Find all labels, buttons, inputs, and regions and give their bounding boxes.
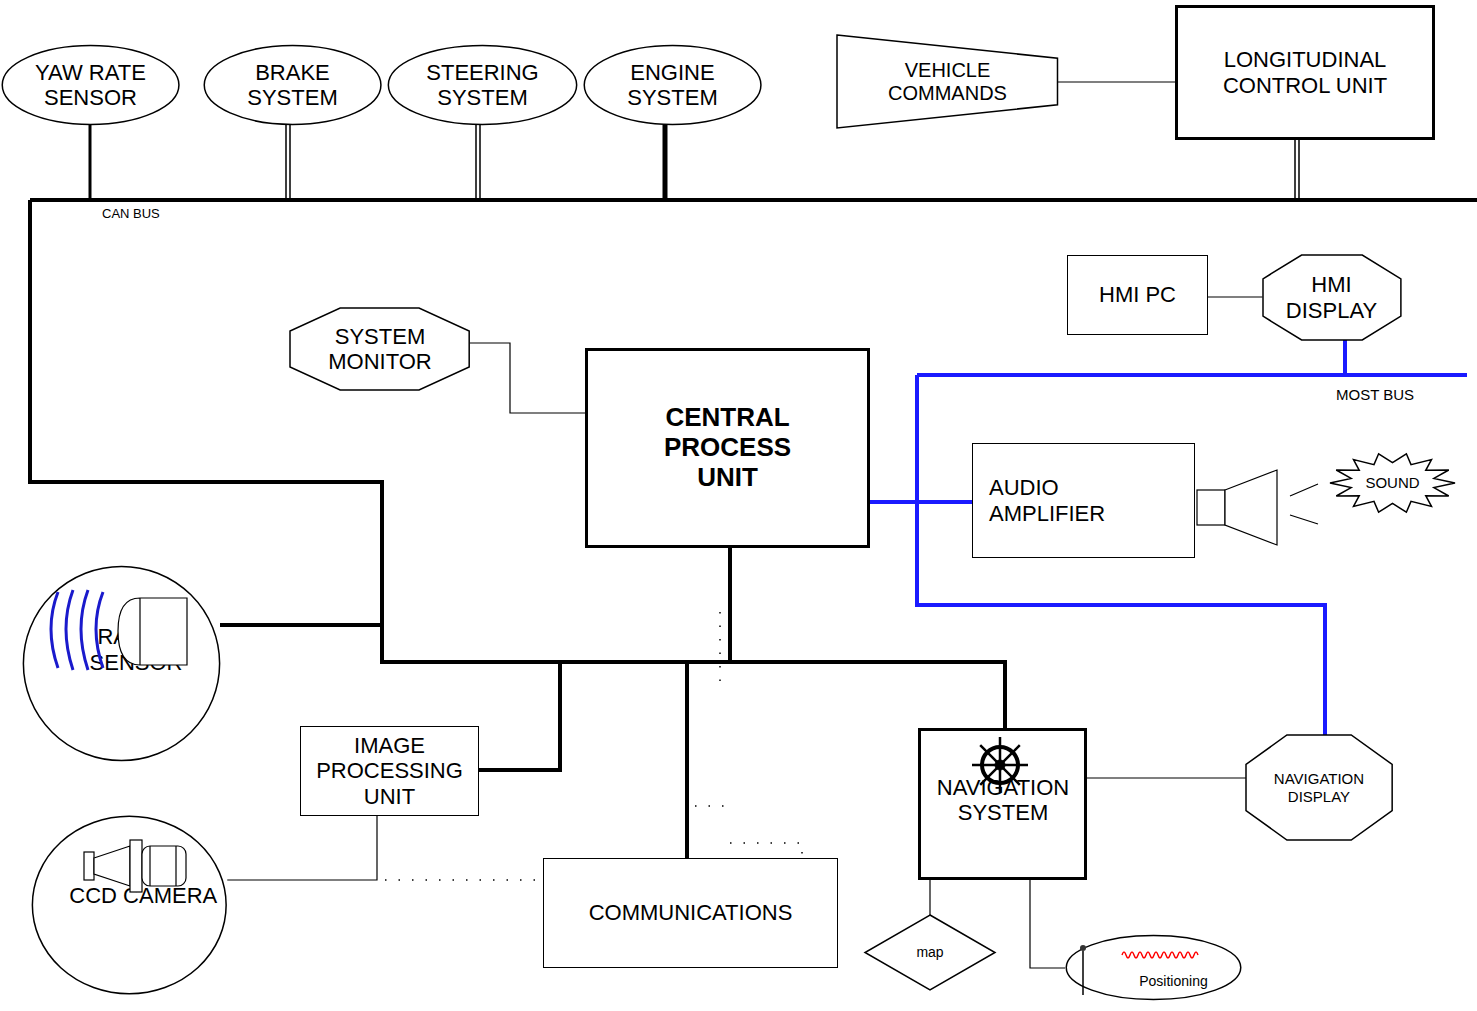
node-text: Positioning [1139,973,1208,989]
node-text: CENTRAL PROCESS UNIT [635,403,820,493]
camera-icon [84,840,186,892]
connector-line [1087,777,1246,778]
most-bus [870,340,1467,735]
connector-line [1030,880,1065,968]
antenna-icon [1080,945,1198,995]
monitor-octagon: SYSTEM MONITOR [290,308,469,390]
positioning-ellipse-outline [1065,935,1242,1000]
processing-box: IMAGE PROCESSING UNIT [300,726,479,816]
radar-circle: RADAR SENSOR [22,565,221,762]
positioning-ellipse: Positioning [1065,935,1242,1000]
node-text: IMAGE PROCESSING UNIT [307,733,472,809]
node-text: SYSTEM MONITOR [310,324,450,375]
connector-line [470,343,585,413]
system-ellipse: STEERING SYSTEM [387,45,578,125]
node-text: LONGITUDINAL CONTROL UNIT [1215,47,1395,98]
connector-line [227,816,377,880]
can-bus [30,200,1477,858]
radar-icon [51,590,187,670]
node-text: ENGINE SYSTEM [602,60,742,111]
system-ellipse: ENGINE SYSTEM [583,45,762,125]
cpu-box: CENTRAL PROCESS UNIT [585,348,870,548]
node-text: YAW RATE SENSOR [20,60,160,111]
ship-wheel-icon [972,737,1028,793]
system-ellipse: BRAKE SYSTEM [203,45,382,125]
display-octagon: HMI DISPLAY [1263,255,1401,340]
node-text: SOUND [1365,474,1419,491]
connector-line [1208,296,1263,297]
node-text: STEERING SYSTEM [408,60,558,111]
camera-circle: CCD CAMERA [31,815,228,995]
sensor-ellipse: YAW RATE SENSOR [1,45,180,125]
can-stubs [90,125,1299,200]
node-text: NAVIGATION DISPLAY [1263,770,1375,805]
node-text: COMMUNICATIONS [589,900,793,925]
node-text: map [916,944,943,960]
connector-line [1058,81,1175,82]
pc-box: HMI PC [1067,255,1208,335]
navigation-box: NAVIGATION SYSTEM [918,728,1087,880]
node-text: CCD CAMERA [69,883,217,908]
map-diamond: map [865,915,995,990]
connector-line [929,880,930,915]
control-unit-box: LONGITUDINAL CONTROL UNIT [1175,5,1435,140]
node-text: HMI PC [1099,282,1176,307]
node-text: BRAKE SYSTEM [222,60,362,111]
node-text: HMI DISPLAY [1279,272,1384,323]
command-trapezoid: VEHICLE COMMANDS [837,35,1058,128]
speaker-symbol [1197,470,1318,545]
node-text: NAVIGATION SYSTEM [924,775,1082,826]
communications-box: COMMUNICATIONS [543,858,838,968]
node-text: AUDIO AMPLIFIER [989,475,1139,526]
node-text: RADAR SENSOR [61,624,211,675]
amplifier-box: AUDIO AMPLIFIER [972,443,1195,558]
display-octagon: NAVIGATION DISPLAY [1246,735,1392,840]
bus-label: MOST BUS [1336,386,1414,403]
bus-label: CAN BUS [102,207,160,222]
node-text: VEHICLE COMMANDS [860,59,1035,105]
sound-burst: SOUND [1330,453,1455,513]
